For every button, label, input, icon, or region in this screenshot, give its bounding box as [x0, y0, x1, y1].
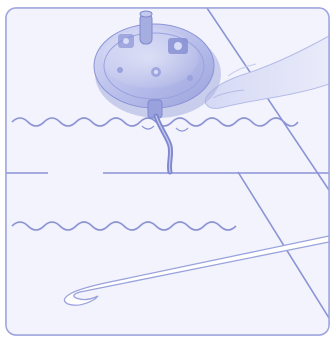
illustration-svg: [0, 0, 333, 339]
instruction-illustration: [0, 0, 333, 339]
